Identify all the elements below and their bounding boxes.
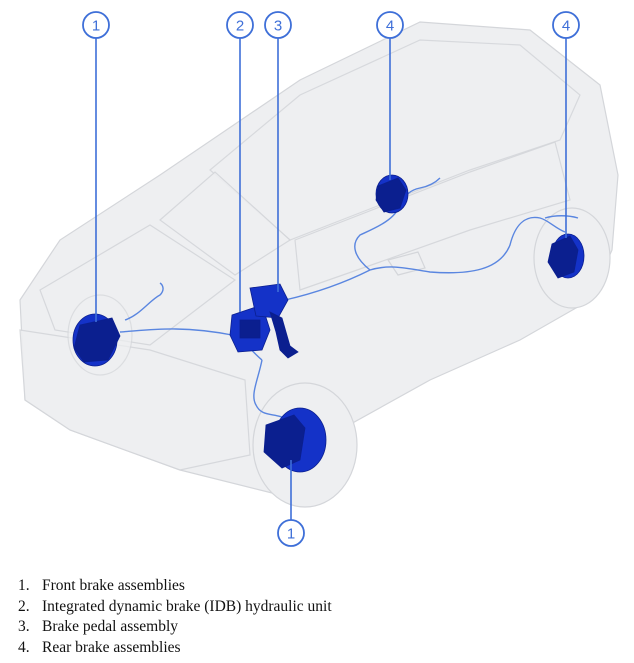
legend-item: 1. Front brake assemblies bbox=[18, 576, 332, 597]
front-left-brake-caliper bbox=[73, 317, 121, 363]
callout-number: 3 bbox=[274, 18, 282, 35]
legend-number: 2. bbox=[18, 597, 30, 615]
idb-unit-block bbox=[239, 319, 261, 339]
callout-circle bbox=[82, 11, 110, 39]
callout-front-left-brake: 1 bbox=[82, 11, 110, 39]
callout-brake-pedal: 3 bbox=[264, 11, 292, 39]
legend-item: 4. Rear brake assemblies bbox=[18, 638, 332, 659]
rear-left-brake-caliper bbox=[375, 177, 407, 213]
brake-pedal-bracket bbox=[249, 283, 289, 319]
brake-pedal-arm bbox=[269, 311, 299, 359]
callout-number: 4 bbox=[386, 18, 394, 35]
legend-number: 3. bbox=[18, 618, 30, 635]
legend-item: 3. Brake pedal assembly bbox=[18, 617, 332, 638]
rear-main-brake-line bbox=[284, 216, 566, 301]
vehicle-windshield bbox=[159, 171, 291, 276]
legend-label: Integrated dynamic brake (IDB) hydraulic… bbox=[42, 597, 332, 615]
front-right-brake bbox=[263, 407, 327, 473]
legend-label: Brake pedal assembly bbox=[42, 618, 179, 635]
vehicle-roof bbox=[209, 39, 581, 241]
brake-system-diagram: 1 2 3 4 4 1 bbox=[19, 11, 619, 547]
rear-left-brake bbox=[375, 174, 409, 214]
callout-circle bbox=[277, 519, 305, 547]
front-right-brake-caliper bbox=[263, 414, 306, 469]
legend-number: 4. bbox=[18, 638, 30, 656]
front-right-brake-line bbox=[253, 359, 289, 421]
callout-circle bbox=[376, 11, 404, 39]
callout-circle bbox=[226, 11, 254, 39]
callout-circle bbox=[264, 11, 292, 39]
callout-number: 4 bbox=[562, 18, 570, 35]
legend-number: 1. bbox=[18, 577, 30, 594]
vehicle-side-windows bbox=[294, 141, 571, 291]
brake-pedal bbox=[249, 283, 299, 359]
callout-rear-right-brake: 4 bbox=[552, 11, 580, 39]
legend-label: Rear brake assemblies bbox=[42, 638, 181, 656]
legend-item: 2. Integrated dynamic brake (IDB) hydraul… bbox=[18, 597, 332, 618]
legend: 1. Front brake assemblies 2. Integrated dy… bbox=[18, 576, 332, 658]
legend-label: Front brake assemblies bbox=[42, 577, 185, 594]
callout-number: 1 bbox=[287, 526, 295, 543]
callout-number: 2 bbox=[236, 18, 244, 35]
callout-circle bbox=[552, 11, 580, 39]
vehicle-silhouette bbox=[19, 21, 619, 508]
rear-right-brake-caliper bbox=[547, 235, 579, 279]
callout-idb-unit: 2 bbox=[226, 11, 254, 39]
front-left-sensor-wire bbox=[124, 282, 164, 321]
callout-rear-left-brake: 4 bbox=[376, 11, 404, 39]
callout-number: 1 bbox=[92, 18, 100, 35]
front-left-brake bbox=[72, 313, 121, 367]
rear-right-sensor-wire bbox=[544, 215, 579, 219]
vehicle-front-bumper bbox=[19, 329, 251, 471]
callout-front-right-brake: 1 bbox=[277, 519, 305, 547]
callout-leaders bbox=[95, 38, 567, 520]
rear-right-brake bbox=[547, 233, 585, 279]
